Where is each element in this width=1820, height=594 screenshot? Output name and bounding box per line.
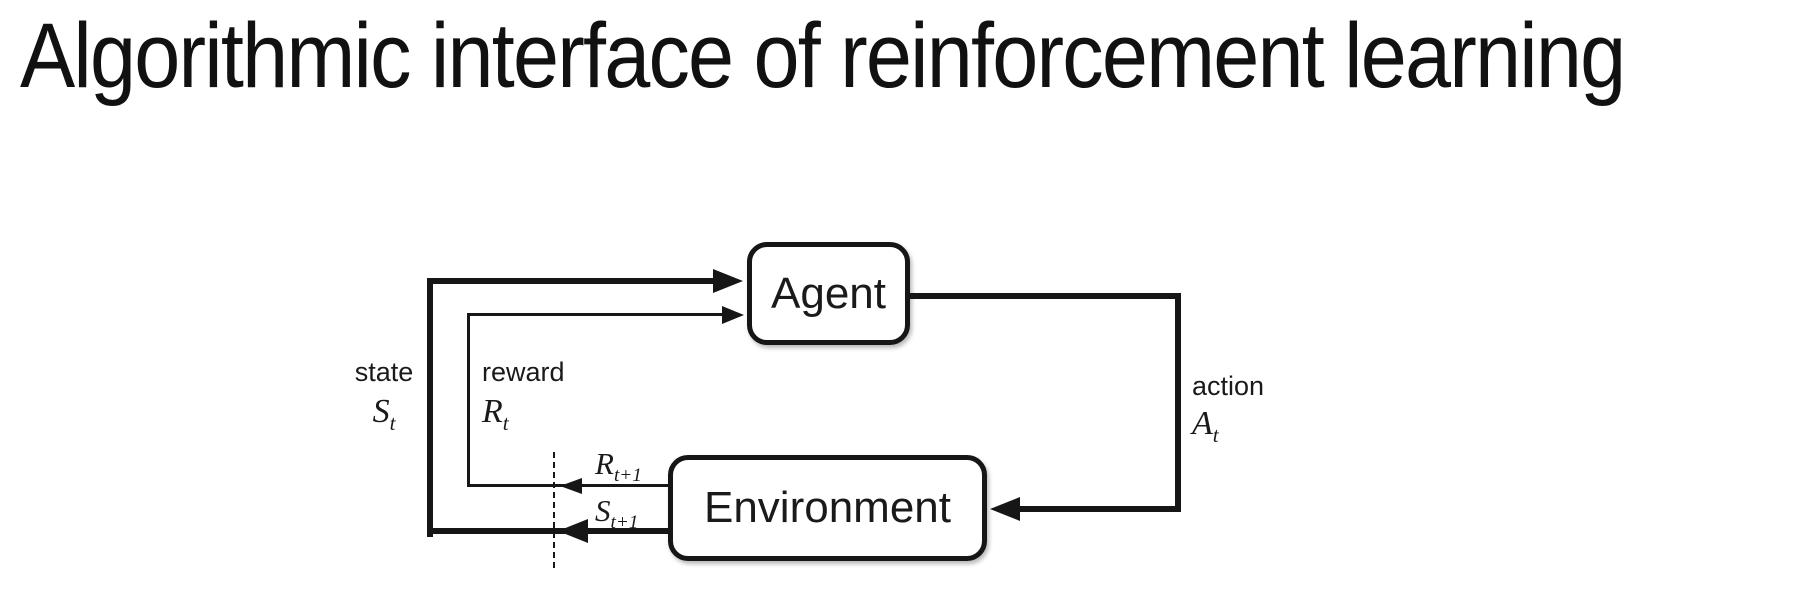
state-label: state St <box>325 357 443 436</box>
reward-arrowhead-into-agent-icon <box>722 306 744 324</box>
state-line-to-agent <box>427 278 717 284</box>
reward-line-to-agent <box>467 313 725 316</box>
action-symbol: At <box>1192 405 1219 448</box>
agent-label: Agent <box>771 268 886 318</box>
slide-title: Algorithmic interface of reinforcement l… <box>20 5 1626 107</box>
state-arrowhead-into-agent-icon <box>713 269 743 293</box>
state-word: state <box>354 357 414 387</box>
next-state-line <box>427 528 668 534</box>
action-word: action <box>1192 371 1265 401</box>
action-line-vertical <box>1175 293 1181 512</box>
agent-box: Agent <box>747 242 910 345</box>
reward-symbol: Rt <box>482 393 509 436</box>
time-step-boundary-dashed-line <box>553 452 555 568</box>
environment-box: Environment <box>668 455 987 561</box>
next-state-arrowhead-icon <box>558 519 588 543</box>
next-reward-arrowhead-icon <box>560 478 582 494</box>
state-line-vertical <box>427 278 433 537</box>
environment-label: Environment <box>703 483 951 532</box>
reward-line-vertical <box>467 315 470 487</box>
reward-label: reward Rt <box>482 357 565 436</box>
next-state-symbol: St+1 <box>595 493 639 534</box>
action-line-to-environment <box>1018 506 1181 512</box>
action-label: action At <box>1192 371 1265 448</box>
next-reward-symbol: Rt+1 <box>595 446 642 487</box>
action-arrowhead-into-environment-icon <box>990 497 1020 521</box>
reward-word: reward <box>482 357 565 387</box>
state-symbol: St <box>372 393 396 436</box>
action-line-from-agent <box>908 293 1181 299</box>
